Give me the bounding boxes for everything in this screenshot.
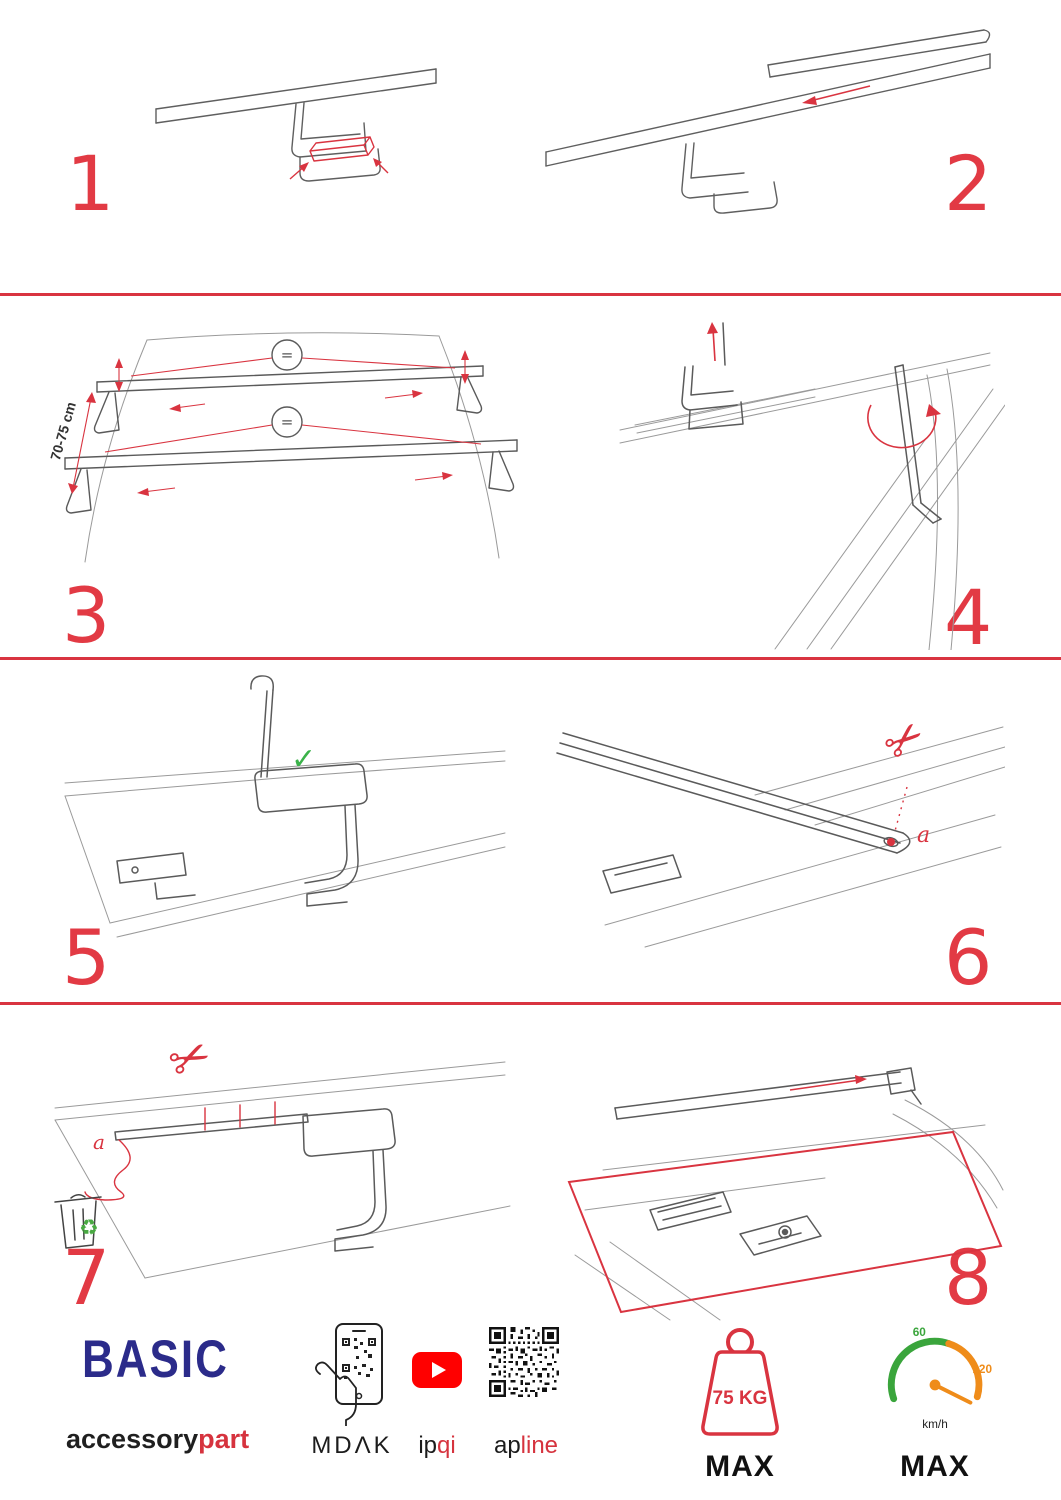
phone-qr-icon bbox=[310, 1322, 394, 1427]
dimension-marks bbox=[68, 350, 482, 496]
max-weight-icon: 75 KG bbox=[690, 1322, 790, 1446]
step-5-number: 5 bbox=[62, 913, 111, 1002]
step-2-number: 2 bbox=[944, 139, 993, 228]
brand-logo: BASIC bbox=[82, 1330, 229, 1389]
clamp-and-hexkey-sketch bbox=[681, 322, 942, 524]
cut-mark bbox=[887, 786, 908, 846]
section-divider bbox=[0, 293, 1061, 296]
speed-min-label: 60 bbox=[913, 1325, 927, 1339]
recycle-icon: ♻ bbox=[79, 1216, 99, 1241]
bar-and-feet-sketch bbox=[614, 1067, 922, 1256]
doorframe-lines bbox=[64, 750, 506, 938]
step-6-drawing bbox=[556, 726, 1005, 948]
speed-max-label: MAX bbox=[900, 1450, 970, 1483]
youtube-icon bbox=[412, 1352, 462, 1388]
correct-check-icon: ✓ bbox=[291, 742, 317, 777]
partner-apline-label: apline bbox=[493, 1432, 559, 1459]
step-7-drawing bbox=[54, 1061, 511, 1279]
step-7-number: 7 bbox=[62, 1233, 111, 1322]
brand-subtitle-red: part bbox=[198, 1424, 250, 1454]
strip-and-clamp-sketch bbox=[114, 1108, 396, 1252]
step-5-drawing bbox=[64, 675, 506, 938]
step-2-illustration bbox=[538, 22, 1003, 227]
rubber-pad-highlight bbox=[289, 136, 389, 180]
step-1-number: 1 bbox=[66, 139, 115, 228]
speed-top-label: 120 bbox=[972, 1362, 992, 1376]
partner-ipqi-label: ipqi bbox=[418, 1432, 456, 1459]
partner-mdak-label: MDΛK bbox=[311, 1432, 393, 1459]
qr-code-icon bbox=[489, 1327, 559, 1397]
step-3-number: 3 bbox=[62, 571, 111, 660]
trash-bin-icon bbox=[54, 1194, 102, 1249]
step-2-drawing bbox=[545, 29, 991, 214]
bar-end-sketch bbox=[556, 732, 911, 894]
speed-unit-label: km/h bbox=[922, 1417, 948, 1431]
roof-outline bbox=[84, 332, 500, 563]
step-4-drawing bbox=[619, 322, 1005, 650]
cut-marks-and-discard bbox=[84, 1101, 276, 1201]
step-8-drawing bbox=[567, 1067, 1004, 1321]
equal-spacing-bottom: = bbox=[281, 413, 294, 431]
slide-arrow bbox=[802, 85, 871, 105]
section-divider bbox=[0, 657, 1061, 660]
tighten-arrows bbox=[707, 322, 941, 449]
brand-subtitle: accessorypart bbox=[66, 1424, 249, 1455]
mounting-zone-highlight bbox=[567, 1075, 1003, 1314]
rubber-strip-label: a bbox=[917, 823, 931, 848]
step-3-illustration: = = 70-75 cm bbox=[35, 310, 545, 575]
equal-spacing-top: = bbox=[281, 346, 294, 364]
step-6-illustration: ✂ a bbox=[555, 675, 1005, 960]
section-divider bbox=[0, 1002, 1061, 1005]
step-3-drawing: = = bbox=[64, 332, 518, 563]
rubber-strip-label: a bbox=[93, 1130, 105, 1154]
weight-max-label: MAX bbox=[705, 1450, 775, 1483]
step-8-illustration bbox=[555, 1020, 1005, 1322]
brand-subtitle-black: accessory bbox=[66, 1424, 199, 1454]
max-speed-icon: 60 120 km/h bbox=[876, 1322, 994, 1440]
step-5-illustration: ✓ bbox=[55, 665, 515, 960]
roof-lines bbox=[574, 1099, 1004, 1321]
step-4-illustration bbox=[595, 305, 1005, 650]
roof-rib-lines bbox=[604, 726, 1005, 948]
bar-and-cover-sketch bbox=[545, 29, 991, 214]
step-1-drawing bbox=[155, 68, 437, 182]
step-1-illustration bbox=[150, 55, 440, 250]
crossbars-sketch bbox=[64, 339, 518, 514]
roof-edge-lines bbox=[619, 352, 1005, 650]
step-7-illustration: ✂ a ♻ bbox=[35, 1020, 545, 1282]
clamp-with-pin-sketch bbox=[116, 675, 368, 907]
step-6-number: 6 bbox=[944, 913, 993, 1002]
weight-value: 75 KG bbox=[713, 1388, 768, 1409]
roof-bar-sketch bbox=[155, 68, 437, 182]
